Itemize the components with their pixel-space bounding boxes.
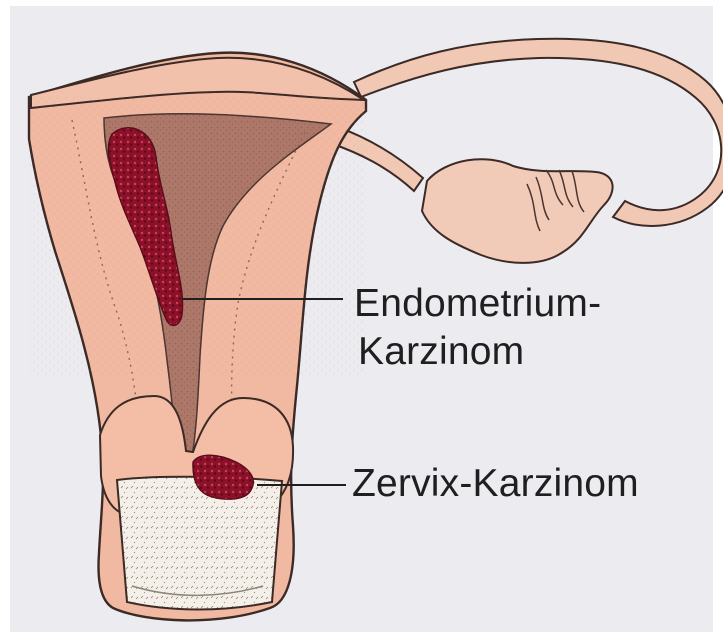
endometrium-label-line-2: Karzinom — [358, 330, 524, 374]
vagina — [117, 477, 282, 610]
endometrium-label-line-1: Endometrium- — [354, 282, 601, 326]
zervix-label: Zervix-Karzinom — [352, 462, 639, 506]
